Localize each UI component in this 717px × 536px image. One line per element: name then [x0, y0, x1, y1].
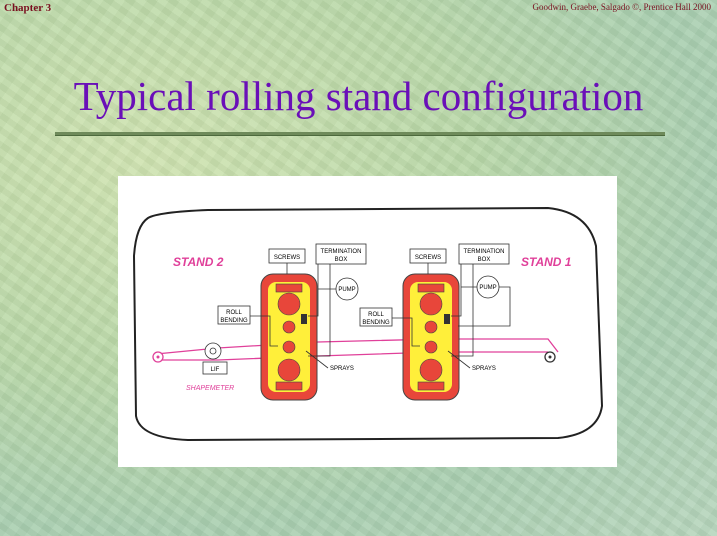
termination-box-1 — [458, 243, 510, 265]
termination-line2-2: BOX — [335, 257, 348, 263]
shapemeter-roll — [204, 342, 222, 360]
left-deflector-hub — [156, 355, 160, 359]
shapemeter-label: SHAPEMETER — [186, 385, 234, 392]
slide-title: Typical rolling stand configuration — [73, 73, 644, 119]
roll-bending-leader-2 — [250, 315, 278, 347]
roll-line1-1: ROLL — [368, 312, 384, 318]
roll-bending-leader-1 — [392, 317, 420, 347]
roll-bending-box-1 — [359, 307, 393, 327]
right-deflector-hub — [548, 355, 552, 359]
actuator-1 — [444, 314, 450, 324]
termination-line2-1: BOX — [478, 257, 491, 263]
shapemeter-hub — [209, 347, 217, 355]
sprays-leader-1 — [447, 350, 471, 369]
stand-1-housing — [402, 273, 460, 401]
credit-line: Goodwin, Graebe, Salgado ©, Prentice Hal… — [532, 2, 711, 12]
roll-line2-2: BENDING — [220, 318, 248, 324]
mill-frame-outline — [132, 206, 604, 442]
actuator-2 — [301, 314, 307, 324]
termination-box-2 — [315, 243, 367, 265]
sprays-leader-2 — [305, 350, 329, 369]
stand-1-wiring — [451, 264, 511, 357]
chapter-label: Chapter 3 — [4, 2, 52, 14]
stand-2-label: STAND 2 — [173, 255, 224, 269]
pump-label-2: PUMP — [338, 287, 355, 293]
roll-line2-1: BENDING — [362, 320, 390, 326]
stand-1-label: STAND 1 — [521, 255, 572, 269]
roll-bending-box-2 — [217, 305, 251, 325]
termination-line1-1: TERMINATION — [464, 249, 505, 255]
title-rule — [55, 132, 665, 136]
pump-label-1: PUMP — [479, 285, 496, 291]
sprays-label-2: SPRAYS — [330, 366, 354, 372]
roll-line1-2: ROLL — [226, 310, 242, 316]
termination-line1-2: TERMINATION — [321, 249, 362, 255]
lif-box — [202, 361, 228, 375]
rolling-stand-diagram: STAND 2 STAND 1 SCREWS TERMINATION BOX P… — [132, 206, 604, 442]
screws-label-1: SCREWS — [415, 255, 441, 261]
lif-label: LIF — [211, 367, 220, 373]
rolling-stand-figure: STAND 2 STAND 1 SCREWS TERMINATION BOX P… — [118, 176, 617, 467]
stand-2-housing — [260, 273, 318, 401]
screws-label-2: SCREWS — [274, 255, 300, 261]
sprays-label-1: SPRAYS — [472, 366, 496, 372]
stand-2-wiring — [308, 264, 336, 357]
